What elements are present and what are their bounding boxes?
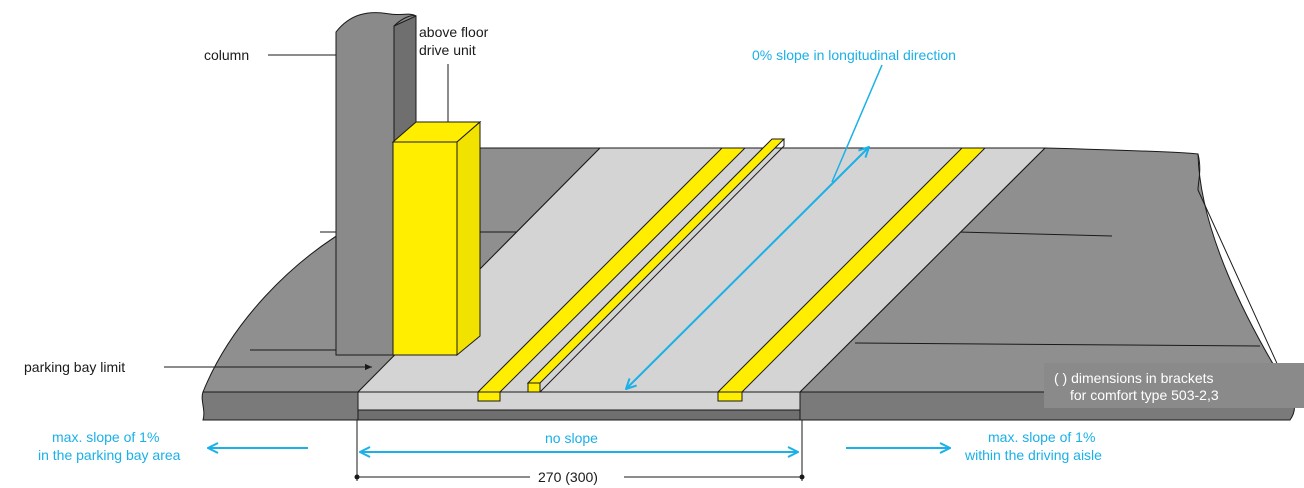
dimensions-note-box: ( ) dimensions in brackets for comfort t… xyxy=(1044,363,1304,408)
longitudinal-slope-arrow xyxy=(626,147,869,389)
no-slope-label: no slope xyxy=(545,430,598,446)
left-slope-label-line2: in the parking bay area xyxy=(38,447,181,463)
left-slope-label-line1: max. slope of 1% xyxy=(52,429,159,445)
dimension-label: 270 (300) xyxy=(538,469,598,485)
longitudinal-slope-leader xyxy=(831,64,883,183)
right-slope-label-line2: within the driving aisle xyxy=(964,447,1102,463)
drive-unit-label-line1: above floor xyxy=(419,24,489,40)
note-line1: ( ) dimensions in brackets xyxy=(1054,370,1214,386)
longitudinal-slope-label: 0% slope in longitudinal direction xyxy=(752,47,956,63)
parking-bay-limit-label: parking bay limit xyxy=(24,359,125,375)
drive-unit-label-line2: drive unit xyxy=(419,42,476,58)
note-line2: for comfort type 503-2,3 xyxy=(1070,387,1219,403)
column-label: column xyxy=(204,47,249,63)
dimension-line xyxy=(354,420,805,481)
right-slope-label-line1: max. slope of 1% xyxy=(988,429,1095,445)
drive-unit xyxy=(391,120,482,357)
